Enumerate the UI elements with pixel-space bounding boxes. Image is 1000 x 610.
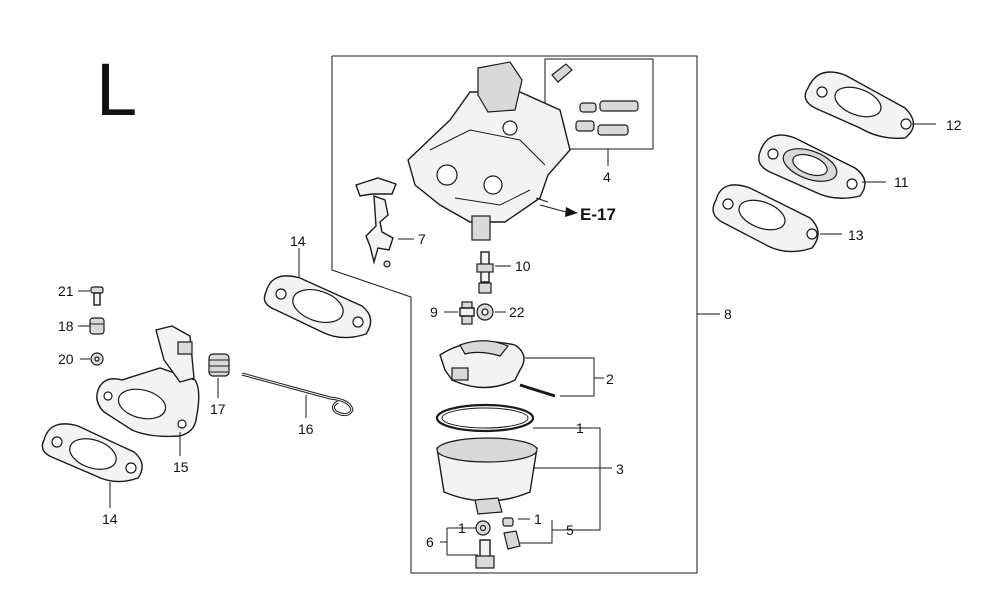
label-5: 5 <box>566 522 574 538</box>
label-9: 9 <box>430 304 438 320</box>
label-14-left: 14 <box>102 511 118 527</box>
control-bracket <box>96 325 200 438</box>
main-jet <box>459 301 475 325</box>
e17-reference: E-17 <box>539 204 616 224</box>
label-2: 2 <box>606 371 614 387</box>
label-12: 12 <box>946 117 962 133</box>
assembly-boundary <box>331 55 698 574</box>
label-14-middle: 14 <box>290 233 306 249</box>
gasket-13 <box>712 184 819 253</box>
float-bowl <box>436 437 538 515</box>
kit-screws <box>551 63 639 136</box>
choke-lever <box>355 177 397 268</box>
insulator <box>758 134 866 199</box>
label-16: 16 <box>298 421 314 437</box>
label-1-right: 1 <box>534 511 542 527</box>
needle-jet <box>476 251 494 294</box>
reference-label: E-17 <box>580 205 616 224</box>
gasket-14-left <box>41 423 143 483</box>
label-22: 22 <box>509 304 525 320</box>
return-spring <box>208 353 230 377</box>
label-17: 17 <box>210 401 226 417</box>
gasket-12 <box>804 71 915 139</box>
gasket-14-middle <box>263 275 372 339</box>
bowl-bolt <box>475 520 495 569</box>
label-1-left: 1 <box>458 520 466 536</box>
carburetor-body <box>407 61 571 241</box>
label-7: 7 <box>418 231 426 247</box>
label-18: 18 <box>58 318 74 334</box>
drain-screw <box>502 517 521 550</box>
label-6: 6 <box>426 534 434 550</box>
float <box>439 340 556 398</box>
collar-18 <box>89 317 105 335</box>
label-8: 8 <box>724 306 732 322</box>
label-3: 3 <box>616 461 624 477</box>
bolt-21 <box>90 286 104 306</box>
bowl-gasket <box>435 403 535 433</box>
label-21: 21 <box>58 283 74 299</box>
label-13: 13 <box>848 227 864 243</box>
label-10: 10 <box>515 258 531 274</box>
label-1-top: 1 <box>576 420 584 436</box>
nut-20 <box>90 352 104 366</box>
label-11: 11 <box>894 174 909 190</box>
throttle-rod <box>241 372 354 417</box>
label-20: 20 <box>58 351 74 367</box>
section-letter: L <box>96 48 137 131</box>
jet-nut <box>476 303 494 321</box>
label-4: 4 <box>603 169 611 185</box>
label-15: 15 <box>173 459 189 475</box>
